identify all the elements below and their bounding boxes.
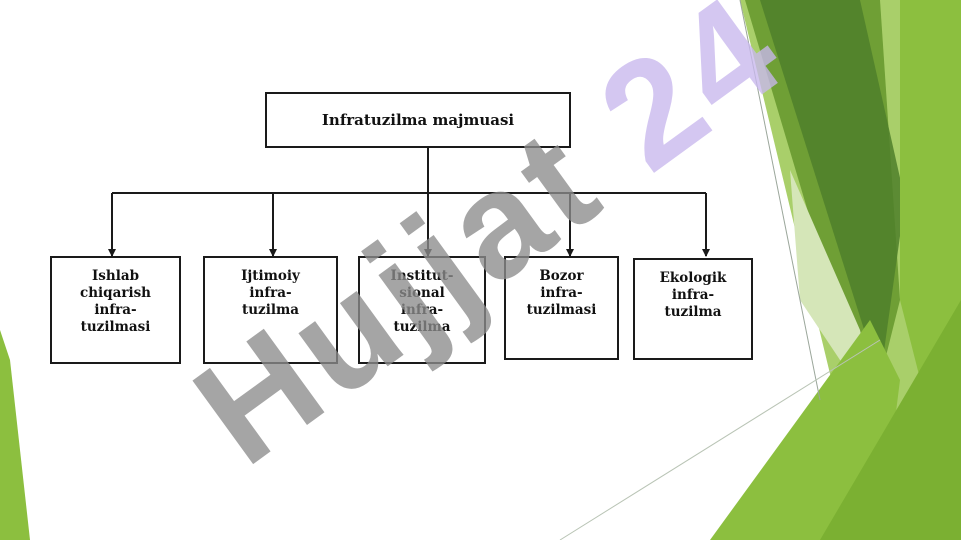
child-node-label-3: Institut- sional infra- tuzilma bbox=[390, 268, 454, 335]
child-node-label-1: Ishlab chiqarish infra- tuzilmasi bbox=[79, 268, 151, 335]
left-green-sliver bbox=[0, 330, 30, 540]
thin-diagonal-line bbox=[739, 0, 821, 401]
root-node-box: Infratuzilma majmuasi bbox=[265, 92, 571, 148]
root-node-label: Infratuzilma majmuasi bbox=[321, 110, 515, 129]
child-node-box-2: Ijtimoiy infra- tuzilma bbox=[203, 256, 338, 364]
thin-diagonal-line-2 bbox=[559, 339, 881, 540]
right-facet-dark bbox=[760, 0, 905, 380]
child-node-box-5: Ekologik infra- tuzilma bbox=[633, 258, 753, 360]
child-node-box-3: Institut- sional infra- tuzilma bbox=[358, 256, 486, 364]
child-node-box-1: Ishlab chiqarish infra- tuzilmasi bbox=[50, 256, 181, 364]
child-node-label-5: Ekologik infra- tuzilma bbox=[659, 270, 727, 320]
bottom-facet-dark bbox=[820, 300, 961, 540]
child-node-label-2: Ijtimoiy infra- tuzilma bbox=[241, 268, 300, 318]
child-node-label-4: Bozor infra- tuzilmasi bbox=[526, 268, 597, 318]
child-node-box-4: Bozor infra- tuzilmasi bbox=[504, 256, 619, 360]
